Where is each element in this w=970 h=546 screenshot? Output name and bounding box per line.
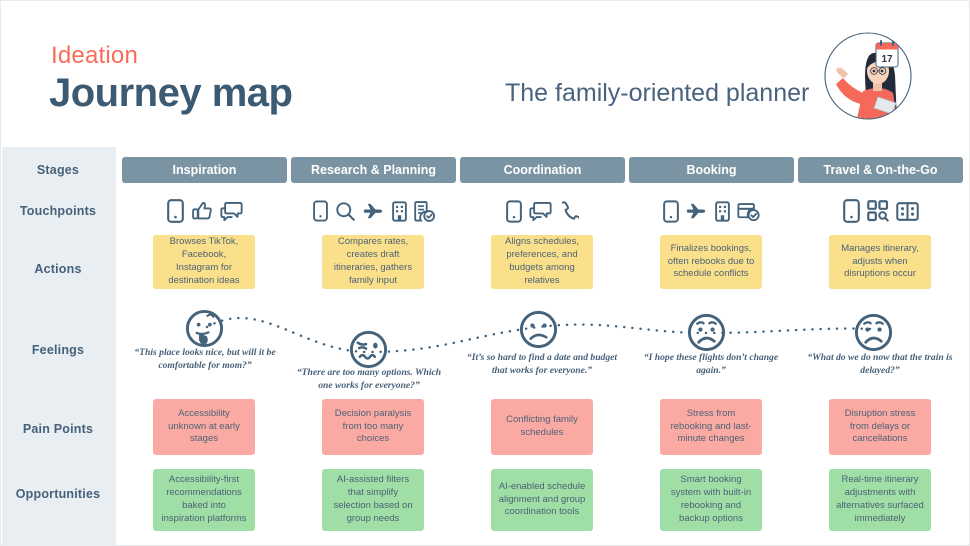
stage-header-travel[interactable]: Travel & On-the-Go (798, 157, 963, 183)
opportunity-card-travel[interactable]: Real-time itinerary adjustments with alt… (829, 469, 931, 531)
opportunity-card-inspiration[interactable]: Accessibility-first recommendations bake… (153, 469, 255, 531)
opportunity-card-booking[interactable]: Smart booking system with built-in reboo… (660, 469, 762, 531)
pain-card-research[interactable]: Decision paralysis from too many choices (322, 399, 424, 455)
action-card-inspiration[interactable]: Browses TikTok, Facebook, Instagram for … (153, 235, 255, 289)
airplane-icon (363, 203, 382, 219)
magnifier-icon (335, 201, 355, 221)
action-card-research[interactable]: Compares rates, creates draft itinerarie… (322, 235, 424, 289)
building-icon (715, 200, 730, 222)
opportunity-card-coordination[interactable]: AI-enabled schedule alignment and group … (491, 469, 593, 531)
row-label-pain-points: Pain Points (22, 422, 94, 436)
action-card-travel[interactable]: Manages itinerary, adjusts when disrupti… (829, 235, 931, 289)
qr-scan-icon (866, 200, 889, 222)
row-label-touchpoints: Touchpoints (19, 204, 97, 218)
touchpoints-booking (629, 195, 794, 227)
phone-icon (842, 199, 860, 223)
building-icon (391, 200, 407, 222)
pain-card-travel[interactable]: Disruption stress from delays or cancell… (829, 399, 931, 455)
phone-icon (166, 199, 184, 223)
action-card-coordination[interactable]: Aligns schedules, preferences, and budge… (491, 235, 593, 289)
stage-header-inspiration[interactable]: Inspiration (122, 157, 287, 183)
airplane-icon (686, 203, 706, 219)
stage-header-booking[interactable]: Booking (629, 157, 794, 183)
phone-icon (663, 199, 679, 223)
feeling-face-coordination (519, 310, 558, 349)
row-label-actions: Actions (34, 262, 82, 276)
row-label-feelings: Feelings (31, 343, 85, 357)
phone-call-icon (561, 200, 579, 220)
feeling-face-inspiration (185, 309, 224, 348)
feeling-face-booking (687, 313, 726, 352)
touchpoints-coordination (460, 195, 625, 227)
card-check-icon (737, 203, 760, 221)
eyebrow-label: Ideation (51, 42, 139, 69)
feeling-quote-travel: “What do we do now that the train is del… (807, 352, 953, 377)
touchpoints-inspiration (122, 195, 287, 227)
stage-header-research[interactable]: Research & Planning (291, 157, 456, 183)
chat-bubbles-icon (219, 201, 243, 221)
stage-header-coordination[interactable]: Coordination (460, 157, 625, 183)
chat-bubbles-icon (529, 201, 552, 221)
pain-card-booking[interactable]: Stress from rebooking and last-minute ch… (660, 399, 762, 455)
feeling-quote-research: “There are too many options. Which one w… (296, 367, 442, 392)
journey-grid: Stages Touchpoints Actions Feelings Pain… (1, 147, 969, 546)
persona-avatar-calendar-icon: 17 (824, 32, 912, 120)
row-label-opportunities: Opportunities (15, 487, 101, 501)
thumbs-up-icon (191, 201, 212, 220)
phone-icon (506, 199, 522, 223)
feeling-quote-inspiration: “This place looks nice, but will it be c… (134, 347, 276, 372)
opportunity-card-research[interactable]: AI-assisted filters that simplify select… (322, 469, 424, 531)
page-subtitle: The family-oriented planner (505, 79, 810, 107)
page-title: Journey map (49, 71, 293, 115)
feeling-quote-booking: “I hope these flights don’t change again… (643, 352, 779, 377)
feeling-quote-coordination: “It’s so hard to find a date and budget … (466, 352, 618, 377)
touchpoints-research (291, 195, 456, 227)
calendar-day-label: 17 (881, 54, 893, 65)
feeling-face-travel (854, 313, 893, 352)
action-card-booking[interactable]: Finalizes bookings, often rebooks due to… (660, 235, 762, 289)
slide-header: Ideation Journey map The family-oriented… (1, 1, 969, 147)
phone-icon (312, 200, 328, 222)
map-book-icon (895, 201, 919, 221)
feeling-face-research (349, 330, 388, 369)
document-check-icon (413, 200, 435, 222)
pain-card-coordination[interactable]: Conflicting family schedules (491, 399, 593, 455)
touchpoints-travel (798, 195, 963, 227)
row-label-stages: Stages (36, 163, 80, 177)
pain-card-inspiration[interactable]: Accessibility unknown at early stages (153, 399, 255, 455)
row-label-sidebar (2, 147, 116, 546)
